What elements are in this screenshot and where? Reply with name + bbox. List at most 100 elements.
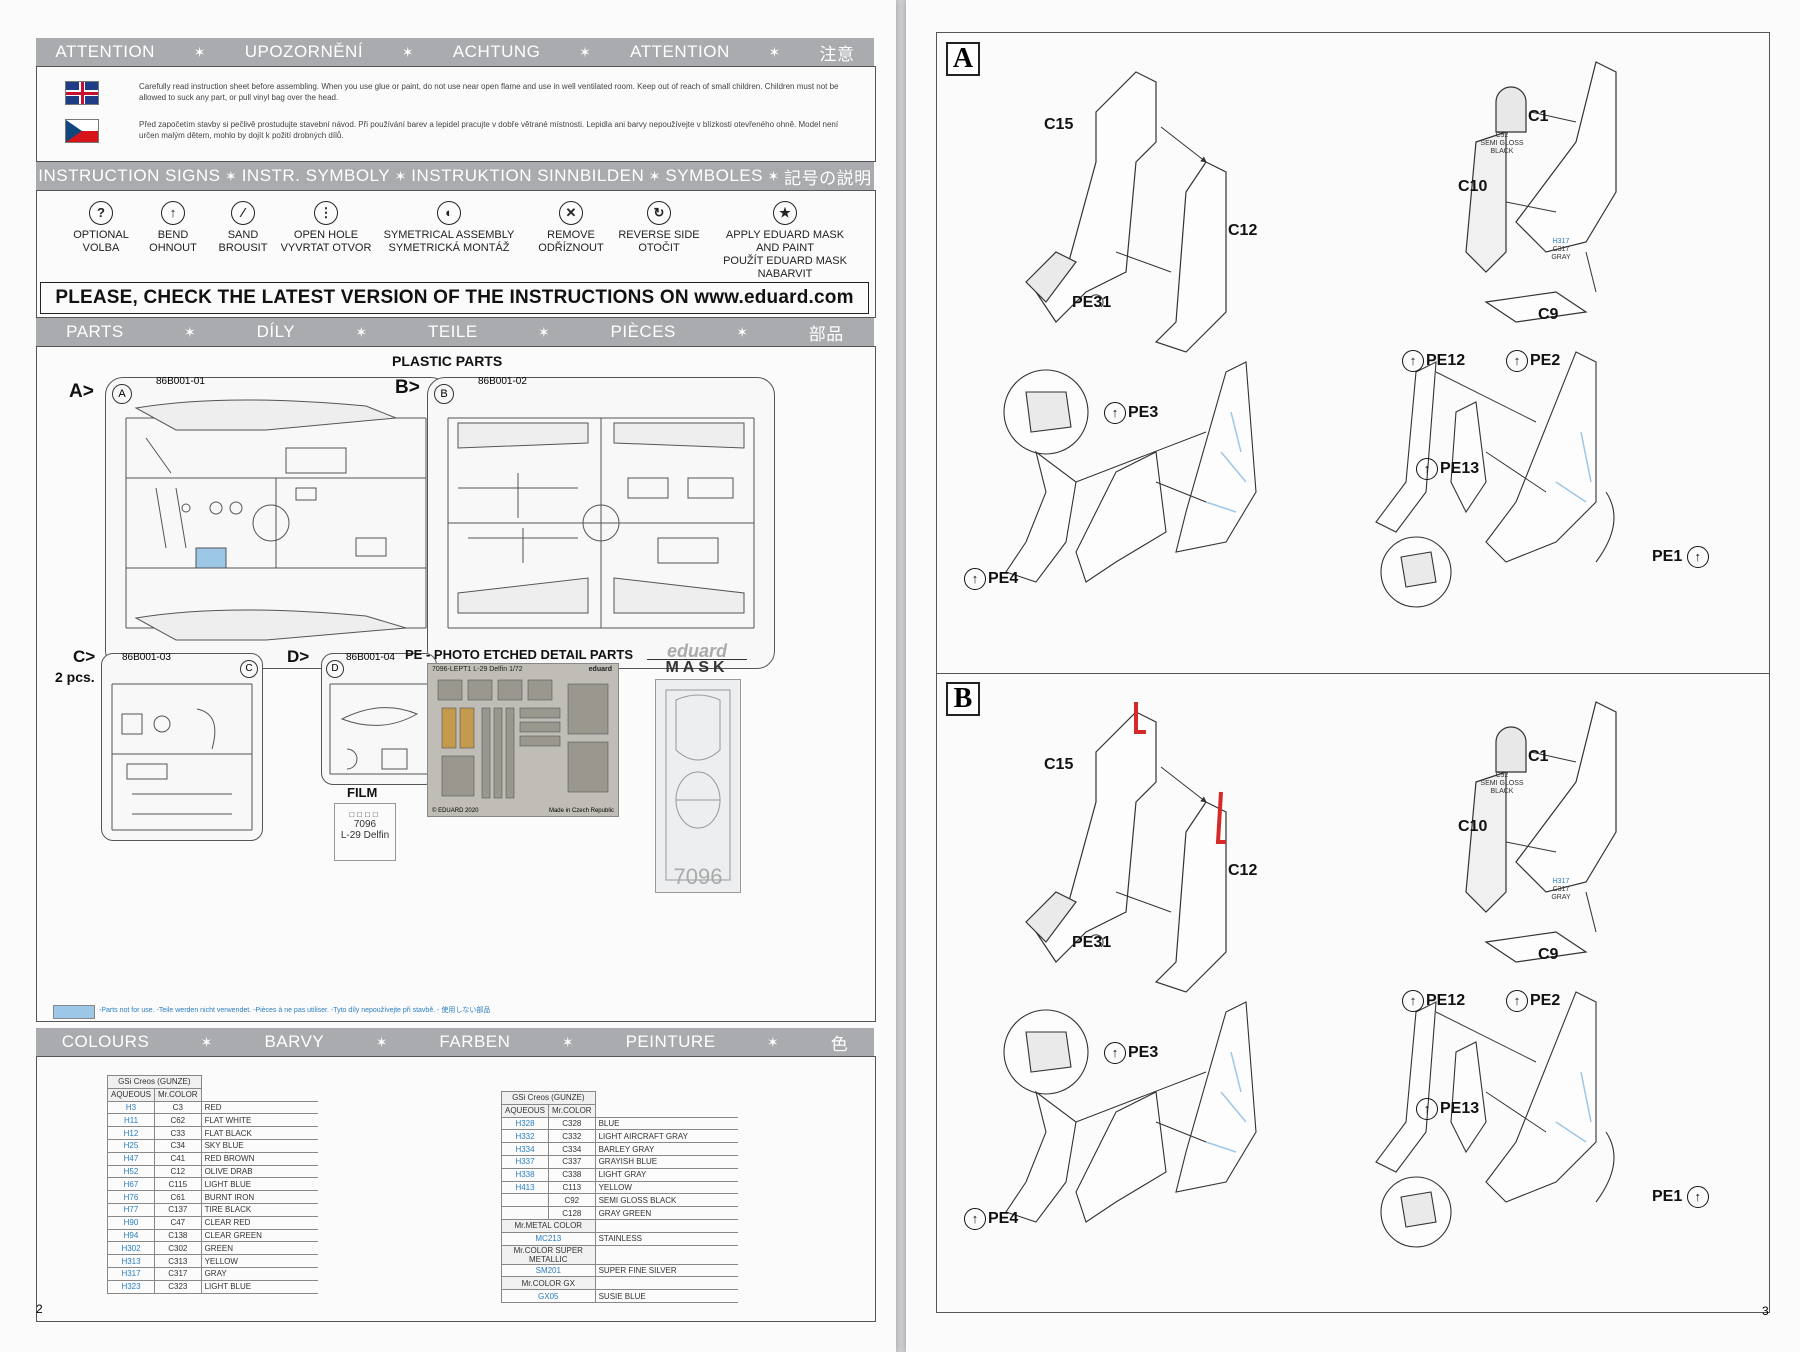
- seat-back-drawing: [1465, 61, 1617, 323]
- attention-en-text: Carefully read instruction sheet before …: [139, 82, 839, 102]
- label-pe31: PE31: [1072, 294, 1112, 311]
- pe-label-text: PE1: [1652, 548, 1683, 566]
- color-name: YELLOW: [595, 1180, 738, 1195]
- sprue-d: D 86B001-04: [321, 652, 437, 785]
- color-name: GRAYISH BLUE: [595, 1154, 738, 1169]
- label-c15: C15: [1044, 116, 1074, 133]
- bar-item: DÍLY: [256, 322, 296, 341]
- mrcolor-code: C113: [548, 1180, 596, 1195]
- star-icon: ✶: [579, 43, 592, 60]
- mask-logo: eduard MASK: [647, 642, 747, 676]
- reverse-icon: ↻: [647, 201, 671, 225]
- color-name: GREEN: [201, 1241, 318, 1256]
- mrcolor-code: C33: [154, 1126, 202, 1140]
- parts-bar: PARTS✶ DÍLY✶ TEILE✶ PIÈCES✶ 部品: [36, 318, 874, 346]
- label-c1: C1: [1528, 108, 1549, 125]
- mrcolor-code: C338: [548, 1167, 596, 1182]
- star-icon: ✶: [768, 43, 781, 60]
- sprue-code: 86B001-01: [156, 376, 205, 387]
- pe-label-text: PE3: [1128, 404, 1159, 422]
- color-name: FLAT BLACK: [201, 1126, 318, 1140]
- aqueous-code: H25: [106, 1138, 156, 1153]
- seat-frame-drawing: [1025, 702, 1227, 993]
- harness-drawing: [1003, 1001, 1257, 1223]
- uk-flag-icon: [65, 81, 99, 105]
- mrcolor-header: Mr.COLOR: [548, 1103, 596, 1118]
- blank-cell: [201, 1076, 318, 1089]
- table-brand: GSi Creos (GUNZE): [107, 1075, 202, 1089]
- bar-item: INSTRUKTION SINNBILDEN: [411, 166, 645, 185]
- label-pe4: ↑PE4: [964, 568, 1018, 590]
- pe-label-text: PE1: [1652, 1188, 1683, 1206]
- mrcolor-code: C328: [548, 1116, 596, 1131]
- film-windows-icon: □□□□: [349, 810, 381, 819]
- label-pe2: ↑PE2: [1506, 350, 1560, 372]
- mask-sheet-drawing: [665, 689, 731, 881]
- mrcolor-code: C47: [154, 1215, 202, 1230]
- star-icon: ✶: [394, 167, 407, 184]
- bend-arrow-icon: ↑: [1402, 990, 1424, 1012]
- step-letter: B: [946, 682, 980, 716]
- label-pe12: ↑PE12: [1402, 350, 1465, 372]
- film-title: FILM: [347, 785, 378, 800]
- pe-scale: 1/72: [509, 666, 523, 673]
- pe-label-text: PE2: [1530, 352, 1561, 370]
- blank-cell: [595, 1245, 738, 1264]
- aqueous-code: H317: [1552, 878, 1570, 885]
- bar-item: UPOZORNĚNÍ: [244, 42, 364, 61]
- aqueous-code: H338: [500, 1167, 550, 1182]
- color-name: BURNT IRON: [201, 1190, 318, 1204]
- aqueous-code: MC213: [501, 1231, 596, 1246]
- step-a-frame: [936, 32, 1770, 674]
- color-name: TIRE BLACK: [201, 1202, 318, 1217]
- color-name: RED: [201, 1100, 318, 1115]
- mrcolor-code: C302: [154, 1241, 202, 1256]
- blank-cell: [595, 1092, 738, 1105]
- instruction-signs-bar: INSTRUCTION SIGNS✶ INSTR. SYMBOLY✶ INSTR…: [36, 162, 874, 190]
- table-header: GSi Creos (GUNZE): [107, 1075, 318, 1089]
- star-icon: ✶: [767, 167, 780, 184]
- parts-section: PLASTIC PARTS A> A 86B001-01 B>: [36, 346, 876, 1022]
- mrcolor-code: C334: [548, 1142, 596, 1156]
- film-name: L-29 Delfin: [340, 830, 390, 841]
- color-name: LIGHT AIRCRAFT GRAY: [595, 1129, 738, 1144]
- mask-word: MASK: [647, 659, 747, 676]
- sprue-letter: C: [240, 660, 258, 678]
- sprue-letter: A: [112, 384, 132, 404]
- sign-label: OPTIONAL: [73, 229, 129, 241]
- bar-item: FARBEN: [439, 1032, 511, 1051]
- color-name: GRAY GREEN: [595, 1206, 738, 1220]
- bend-arrow-icon: ↑: [1416, 1098, 1438, 1120]
- mrcolor-code: C138: [154, 1228, 202, 1243]
- color-name: SUSIE BLUE: [595, 1289, 738, 1303]
- sprue-letter: D: [326, 660, 344, 678]
- mask-sheet: 7096: [655, 679, 741, 893]
- pe-label-text: PE4: [988, 1210, 1019, 1228]
- color-code: C317: [1552, 246, 1570, 253]
- step-b: B C15 C12 PE31 C1 C10 C9: [936, 672, 1768, 1312]
- seat-back-drawing: [1465, 701, 1617, 963]
- pe-label-text: PE3: [1128, 1044, 1159, 1062]
- step-a: A C15 C12 PE31 C1 C10 C9: [936, 32, 1768, 672]
- bend-arrow-icon: ↑: [1686, 546, 1709, 568]
- sprue-c-drawing: [111, 683, 253, 831]
- color-code: C317: [1552, 886, 1570, 893]
- sign-label: OPEN HOLE: [293, 229, 359, 241]
- pe-title: PE - PHOTO ETCHED DETAIL PARTS: [405, 647, 634, 662]
- color-name: GRAY: [201, 1266, 318, 1281]
- aqueous-code: H3: [106, 1100, 156, 1115]
- aqueous-code: H323: [106, 1279, 156, 1294]
- aqueous-code: H317: [1552, 238, 1570, 245]
- aqueous-code: H12: [106, 1126, 156, 1140]
- bar-item: PARTS: [66, 322, 124, 341]
